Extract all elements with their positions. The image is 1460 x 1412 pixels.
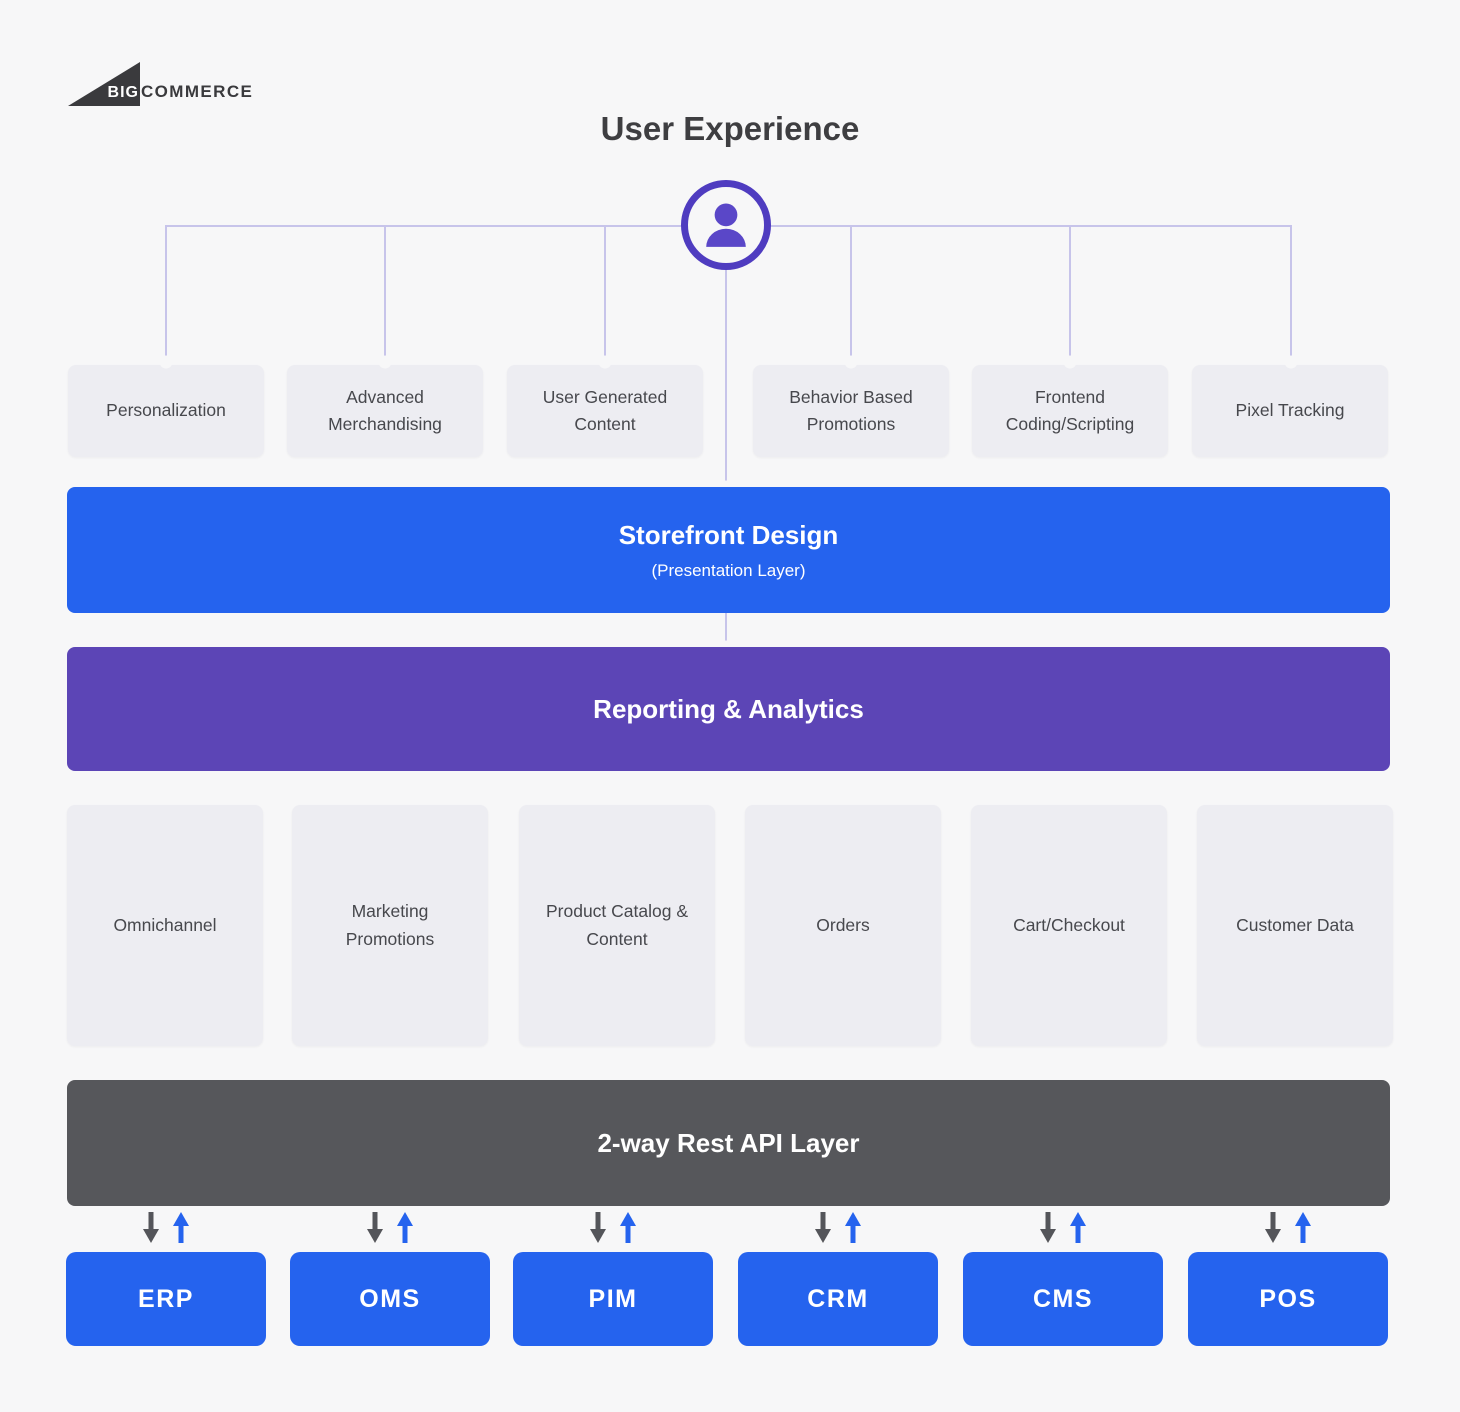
node-marketing-promotions: Marketing Promotions — [292, 805, 488, 1046]
node-pos: POS — [1188, 1252, 1388, 1346]
connector-drop-line-6 — [1290, 225, 1292, 356]
node-label: User Generated Content — [542, 386, 668, 434]
connector-drop-line-1 — [165, 225, 167, 356]
api-layer-title: 2-way Rest API Layer — [597, 1127, 860, 1158]
sync-arrows-cms — [1040, 1212, 1086, 1243]
node-label: Cart/Checkout — [1013, 914, 1125, 935]
sync-arrows-pos — [1265, 1212, 1311, 1243]
node-label: Pixel Tracking — [1235, 400, 1345, 421]
node-pixel-tracking: Pixel Tracking — [1192, 365, 1388, 457]
user-icon — [681, 180, 771, 270]
arrow-up-icon — [173, 1212, 189, 1243]
node-crm: CRM — [738, 1252, 938, 1346]
page-title: User Experience — [600, 110, 860, 147]
arrow-down-icon — [1265, 1212, 1281, 1243]
sync-arrows-oms — [367, 1212, 413, 1243]
arrow-up-icon — [845, 1212, 861, 1243]
connector-drop-line-4 — [850, 225, 852, 356]
node-advanced-merchandising: Advanced Merchandising — [287, 365, 483, 457]
connector-drop-line-5 — [1069, 225, 1071, 356]
node-label: Advanced Merchandising — [328, 386, 442, 434]
node-label: Product Catalog & Content — [545, 901, 689, 949]
sync-arrows-pim — [590, 1212, 636, 1243]
node-label: Customer Data — [1236, 914, 1354, 935]
node-label: Omnichannel — [113, 914, 217, 935]
arrow-up-icon — [1070, 1212, 1086, 1243]
connector-drop-line-3 — [604, 225, 606, 356]
node-omnichannel: Omnichannel — [67, 805, 263, 1046]
storefront-design-bar: Storefront Design (Presentation Layer) — [67, 487, 1390, 613]
node-label: CMS — [1032, 1284, 1094, 1313]
connector-center-line-user-to-storefront — [725, 268, 727, 481]
node-erp: ERP — [66, 1252, 266, 1346]
arrow-down-icon — [815, 1212, 831, 1243]
arrow-up-icon — [397, 1212, 413, 1243]
bigcommerce-triangle-icon: BIG — [68, 62, 140, 106]
node-customer-data: Customer Data — [1197, 805, 1393, 1046]
connector-dot — [1284, 355, 1298, 369]
sync-arrows-crm — [815, 1212, 861, 1243]
node-label: OMS — [359, 1284, 421, 1313]
node-user-generated-content: User Generated Content — [507, 365, 703, 457]
storefront-design-subtitle: (Presentation Layer) — [651, 560, 806, 580]
connector-dot — [1063, 355, 1077, 369]
connector-center-line-storefront-to-reporting — [725, 613, 727, 641]
arrow-down-icon — [143, 1212, 159, 1243]
connector-dot — [159, 355, 173, 369]
api-layer-bar: 2-way Rest API Layer — [67, 1080, 1390, 1206]
node-label: Personalization — [106, 400, 226, 421]
sync-arrows-erp — [143, 1212, 189, 1243]
node-label: POS — [1259, 1284, 1317, 1313]
node-label: Frontend Coding/Scripting — [1005, 386, 1135, 434]
logo-commerce-text: COMMERCE — [141, 82, 254, 101]
node-personalization: Personalization — [68, 365, 264, 457]
arrow-up-icon — [1295, 1212, 1311, 1243]
storefront-design-title: Storefront Design — [618, 519, 839, 550]
node-oms: OMS — [290, 1252, 490, 1346]
node-cms: CMS — [963, 1252, 1163, 1346]
node-label: Orders — [816, 914, 870, 935]
arrow-up-icon — [620, 1212, 636, 1243]
node-product-catalog-content: Product Catalog & Content — [519, 805, 715, 1046]
node-orders: Orders — [745, 805, 941, 1046]
node-label: Behavior Based Promotions — [789, 386, 913, 434]
arrow-down-icon — [1040, 1212, 1056, 1243]
node-label: PIM — [588, 1284, 638, 1313]
node-label: CRM — [807, 1284, 869, 1313]
node-cart-checkout: Cart/Checkout — [971, 805, 1167, 1046]
bigcommerce-logo: BIG COMMERCE — [68, 62, 253, 106]
reporting-analytics-bar: Reporting & Analytics — [67, 647, 1390, 771]
node-behavior-based-promotions: Behavior Based Promotions — [753, 365, 949, 457]
connector-dot — [844, 355, 858, 369]
node-label: Marketing Promotions — [345, 901, 435, 949]
connector-dot — [378, 355, 392, 369]
connector-drop-line-2 — [384, 225, 386, 356]
reporting-analytics-title: Reporting & Analytics — [593, 693, 864, 724]
node-label: ERP — [138, 1284, 194, 1313]
logo-big-text: BIG — [107, 84, 139, 101]
node-frontend-coding-scripting: Frontend Coding/Scripting — [972, 365, 1168, 457]
arrow-down-icon — [590, 1212, 606, 1243]
connector-dot — [598, 355, 612, 369]
arrow-down-icon — [367, 1212, 383, 1243]
node-pim: PIM — [513, 1252, 713, 1346]
